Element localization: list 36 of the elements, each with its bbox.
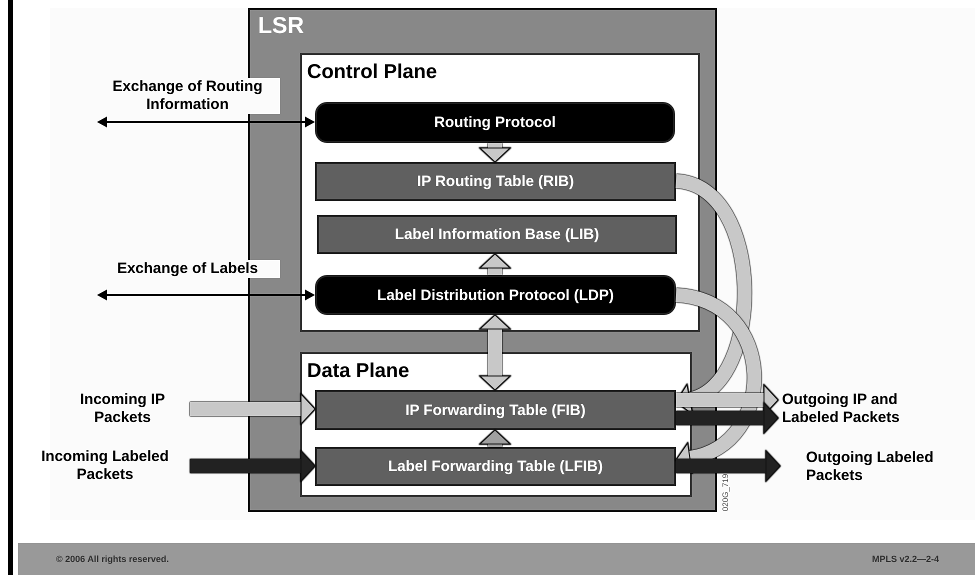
protocol-box xyxy=(315,102,675,143)
router-heading: LSR xyxy=(258,12,304,39)
block-arrow xyxy=(674,288,762,473)
box-label: Routing Protocol xyxy=(434,114,556,131)
block-arrow xyxy=(480,143,510,162)
block-arrow xyxy=(676,450,780,482)
box-label: IP Routing Table (RIB) xyxy=(417,173,574,190)
arrow xyxy=(97,116,315,128)
packet-label: Outgoing IP and Labeled Packets xyxy=(778,388,953,430)
copyright-text: © 2006 All rights reserved. xyxy=(56,554,169,564)
figure-code: 020G_719 xyxy=(721,474,730,512)
plane-heading: Data Plane xyxy=(307,360,410,383)
block-arrow xyxy=(480,314,510,390)
packet-label: Incoming IP Packets xyxy=(55,388,190,430)
box-label: Label Distribution Protocol (LDP) xyxy=(377,286,614,304)
block-arrow xyxy=(480,254,510,275)
block-arrow xyxy=(674,174,752,414)
box-label: Label Forwarding Table (LFIB) xyxy=(388,458,603,475)
block-arrow xyxy=(480,430,510,447)
table-box xyxy=(315,447,676,486)
block-arrow xyxy=(676,402,778,434)
table-box xyxy=(315,390,676,430)
table-box xyxy=(315,162,676,201)
block-arrow xyxy=(190,394,316,424)
arrow xyxy=(97,290,315,300)
plane-panel xyxy=(300,352,692,497)
plane-panel xyxy=(300,53,700,332)
table-box xyxy=(317,215,677,254)
packet-label: Incoming Labeled Packets xyxy=(20,445,190,487)
slide-number: MPLS v2.2—2-4 xyxy=(872,554,939,564)
box-label: Label Information Base (LIB) xyxy=(394,226,600,243)
plane-heading: Control Plane xyxy=(307,61,438,84)
box-label: IP Forwarding Table (FIB) xyxy=(405,402,586,418)
block-arrow xyxy=(190,450,316,482)
protocol-box xyxy=(315,275,676,315)
packet-label: Outgoing Labeled Packets xyxy=(780,446,955,488)
